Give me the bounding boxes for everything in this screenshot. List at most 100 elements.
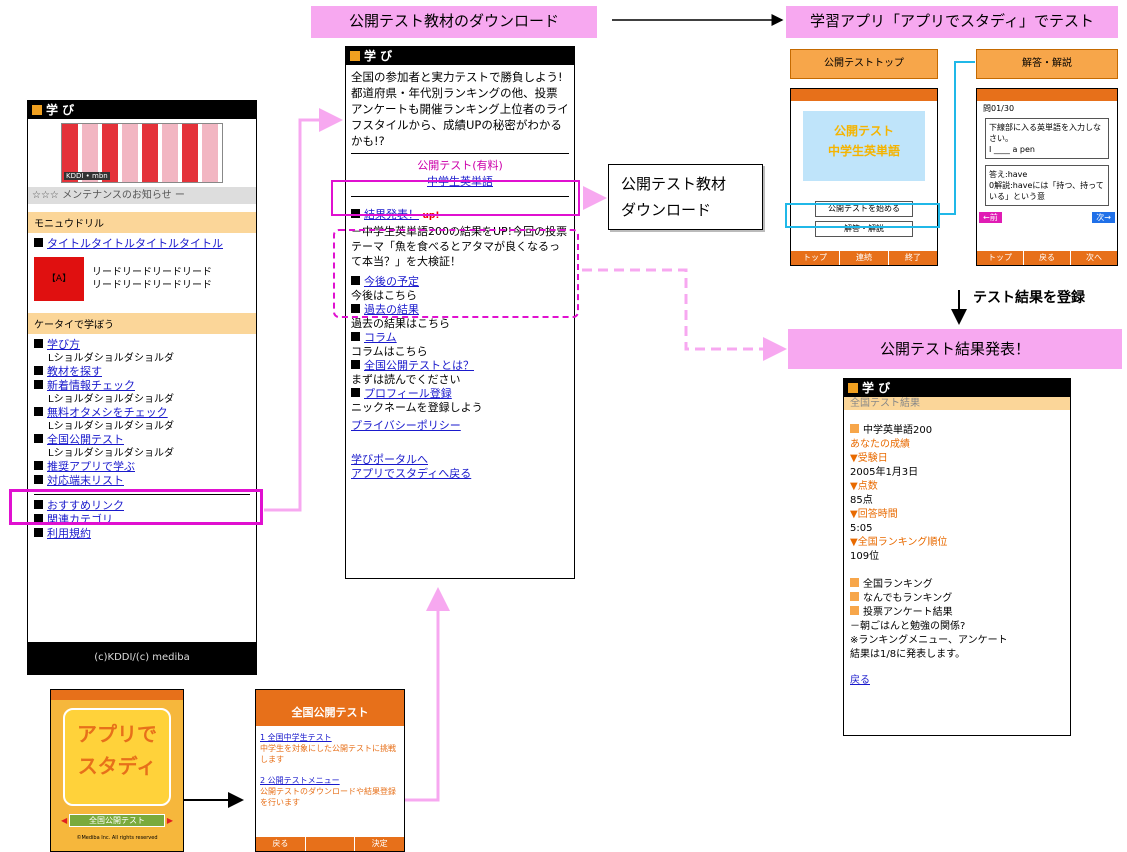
register-label: テスト結果を登録 — [973, 290, 1085, 306]
bullet-icon — [351, 388, 360, 397]
tab-test-top[interactable]: 公開テストトップ — [790, 49, 938, 79]
thumbnail-image[interactable]: 【A】 — [34, 257, 84, 301]
left-menu-item: 新着情報チェック — [34, 379, 250, 393]
left-menu-item: 推奨アプリで学ぶ — [34, 460, 250, 474]
start-test-button[interactable]: 公開テストを始める — [815, 201, 913, 217]
notice-2: 結果は1/8に発表します。 — [850, 649, 966, 660]
left-menu-sub: Lショルダショルダショルダ — [48, 394, 174, 405]
section-drill: モニュウドリル — [28, 212, 256, 233]
left-arrow-icon: ◀ — [61, 816, 68, 825]
app-menu-softkeys: 戻る 決定 — [256, 837, 404, 851]
left-menu-link[interactable]: 新着情報チェック — [47, 379, 135, 392]
left-menu-link[interactable]: 教材を探す — [47, 365, 102, 378]
mid-menu-link[interactable]: 今後の予定 — [364, 275, 419, 288]
rank-item-label[interactable]: なんでもランキング — [863, 593, 953, 604]
highlight-national-test — [9, 489, 263, 525]
mid-menu-sub: コラムはこちら — [351, 345, 428, 358]
mid-menu-item: コラム — [351, 331, 569, 345]
mid-menu-item: 過去の結果 — [351, 303, 569, 317]
mid-menu-link[interactable]: 全国公開テストとは？ — [364, 359, 474, 372]
app-answer-softkeys: トップ戻る次へ — [977, 251, 1117, 265]
left-menu-link[interactable]: 無料オタメシをチェック — [47, 406, 168, 419]
result-announce-label: 公開テスト結果発表！ — [788, 329, 1122, 369]
date-value: 2005年1月3日 — [850, 467, 919, 478]
rank-item-label[interactable]: 全国ランキング — [863, 579, 933, 590]
softkey[interactable]: トップ — [977, 251, 1023, 265]
menu-item-2[interactable]: 2 公開テストメニュー — [260, 776, 340, 785]
callout-text-1: 公開テスト教材 — [621, 175, 727, 193]
rank-item: 投票アンケート結果 — [850, 606, 1064, 620]
portal-link[interactable]: 学びポータルへ — [351, 453, 428, 466]
splash-statusbar — [51, 690, 183, 700]
bullet-icon — [351, 304, 360, 313]
back-link[interactable]: 戻る — [850, 675, 870, 686]
highlight-answer-button — [785, 203, 940, 228]
score-label: ▼点数 — [850, 481, 878, 492]
app-top-softkeys: トップ連続終了 — [791, 251, 937, 265]
mid-menu-link[interactable]: 過去の結果 — [364, 303, 419, 316]
app-answer-statusbar — [977, 89, 1117, 101]
app-answer-screen: 問01/30 下線部に入る英単語を入力しなさい。I ____ a pen 答え:… — [976, 88, 1118, 266]
left-menu-item: 学び方 — [34, 338, 250, 352]
privacy-link[interactable]: プライバシーポリシー — [351, 419, 461, 432]
left-menu-item: 全国公開テスト — [34, 433, 250, 447]
bullet-icon — [850, 606, 859, 615]
prev-button[interactable]: ←前 — [979, 212, 1002, 223]
softkey[interactable]: 戻る — [256, 837, 305, 851]
bullet-icon — [34, 528, 43, 537]
bullet-icon — [351, 360, 360, 369]
rank-item-label[interactable]: 投票アンケート結果 — [863, 607, 953, 618]
answer-button[interactable]: 解答・解説 — [815, 221, 913, 237]
bullet-icon — [850, 578, 859, 587]
splash-menu-item[interactable]: 全国公開テスト — [69, 814, 165, 827]
time-label: ▼回答時間 — [850, 509, 898, 520]
question-box: 下線部に入る英単語を入力しなさい。I ____ a pen — [985, 118, 1109, 159]
result-phone-screen: 学 び 全国テスト結果 中学英単語200 あなたの成績 ▼受験日 2005年1月… — [843, 378, 1071, 736]
left-link-item: 利用規約 — [34, 527, 250, 541]
mid-menu-link[interactable]: プロフィール登録 — [364, 387, 452, 400]
maintenance-notice[interactable]: ☆☆☆ メンテナンスのお知らせ ー — [28, 187, 256, 204]
left-link[interactable]: 利用規約 — [47, 527, 91, 540]
mid-menu-link[interactable]: コラム — [364, 331, 397, 344]
rank-item: 全国ランキング — [850, 578, 1064, 592]
left-menu-sub: Lショルダショルダショルダ — [48, 353, 174, 364]
mid-phone-header: 学 び — [346, 47, 574, 65]
test-name: 中学英単語200 — [863, 425, 933, 436]
softkey[interactable]: 連続 — [840, 251, 888, 265]
bullet-icon — [850, 592, 859, 601]
download-label: 公開テスト教材のダウンロード — [311, 6, 597, 38]
softkey[interactable]: 終了 — [889, 251, 937, 265]
title-link[interactable]: タイトルタイトルタイトルタイトル — [47, 237, 223, 250]
left-menu-link[interactable]: 全国公開テスト — [47, 433, 124, 446]
menu-item-1[interactable]: 1 全国中学生テスト — [260, 733, 332, 742]
app-menu-header: 全国公開テスト — [256, 700, 404, 726]
ranking-list: 全国ランキングなんでもランキング投票アンケート結果 — [850, 578, 1064, 620]
softkey[interactable]: 決定 — [355, 837, 404, 851]
tab-answer[interactable]: 解答・解説 — [976, 49, 1118, 79]
your-results: あなたの成績 — [850, 439, 910, 450]
left-link[interactable]: おすすめリンク — [47, 499, 124, 512]
mid-menu-sub: まずは読んでください — [351, 373, 461, 386]
left-menu-sub: Lショルダショルダショルダ — [48, 448, 174, 459]
bullet-icon — [34, 475, 43, 484]
softkey[interactable]: 戻る — [1024, 251, 1070, 265]
lead-text-2: リードリードリードリード — [92, 280, 212, 291]
next-button[interactable]: 次→ — [1092, 212, 1115, 223]
app-top-title: 公開テスト中学生英単語 — [803, 111, 925, 181]
left-menu-link[interactable]: 対応端末リスト — [47, 474, 124, 487]
softkey[interactable]: トップ — [791, 251, 839, 265]
app-back-link[interactable]: アプリでスタディへ戻る — [351, 467, 472, 480]
banner-image[interactable]: KDDI • mbn — [61, 123, 223, 183]
mid-menu-sub: 過去の結果はこちら — [351, 317, 450, 330]
app-menu-screen: 全国公開テスト 1 全国中学生テスト 中学生を対象にした公開テストに挑戦します … — [255, 689, 405, 852]
softkey[interactable] — [305, 837, 355, 851]
app-top-statusbar — [791, 89, 937, 101]
menu-statusbar — [256, 690, 404, 700]
left-menu-link[interactable]: 学び方 — [47, 338, 80, 351]
bullet-icon — [34, 380, 43, 389]
softkey[interactable]: 次へ — [1071, 251, 1117, 265]
left-menu-link[interactable]: 推奨アプリで学ぶ — [47, 460, 135, 473]
mid-menu-list: 今後の予定今後はこちら過去の結果過去の結果はこちらコラムコラムはこちら全国公開テ… — [346, 271, 574, 419]
bullet-icon — [34, 461, 43, 470]
